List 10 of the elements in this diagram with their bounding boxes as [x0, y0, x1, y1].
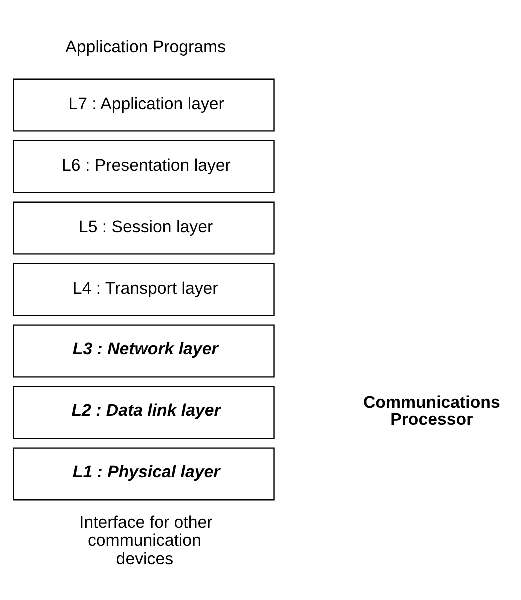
label: Interface for other communication devices [79, 513, 212, 568]
node-box: L2 : Data link layer [12, 386, 274, 440]
label: Communications Processor [362, 393, 500, 430]
node-box: L4 : Transport layer [12, 263, 274, 316]
node-box: L7 : Application layer [12, 78, 274, 132]
node-box: L1 : Physical layer [12, 448, 274, 501]
node-box: L6 : Presentation layer [12, 140, 274, 194]
node-box: L5 : Session layer [12, 202, 274, 255]
node-box: L3 : Network layer [12, 324, 274, 378]
label: Application Programs [65, 37, 226, 56]
